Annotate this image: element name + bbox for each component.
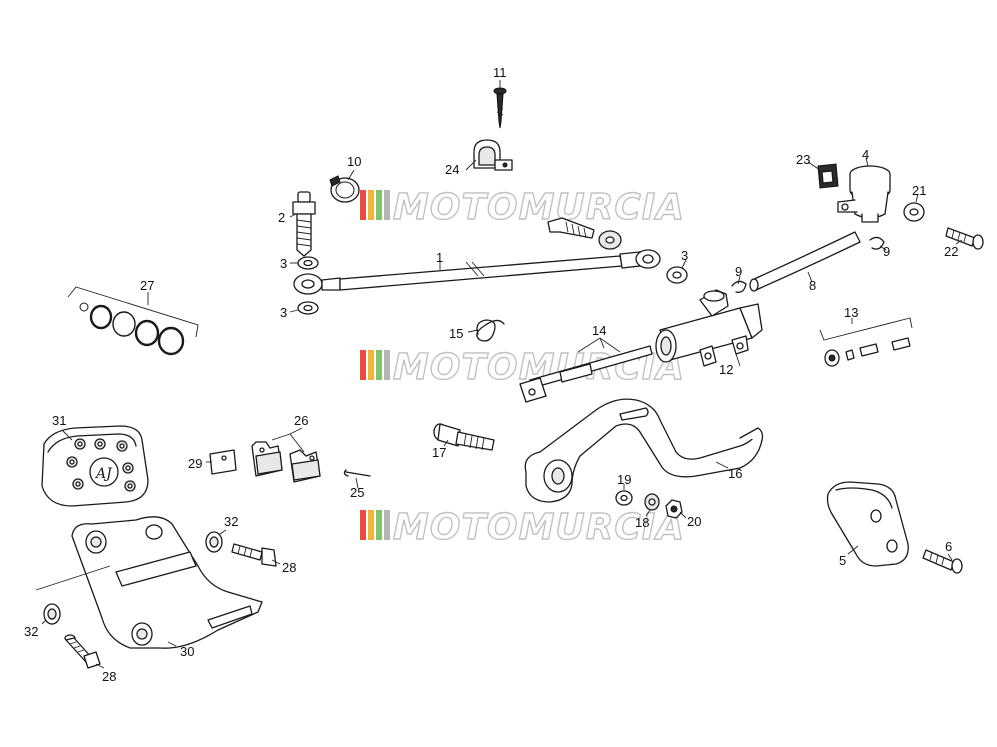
part-31-brake-caliper: AJ (41, 425, 149, 507)
leader-lines (35, 80, 963, 669)
part-3-washer-top (297, 256, 319, 270)
callout-29: 29 (188, 456, 202, 471)
callout-31: 31 (52, 413, 66, 428)
callout-2: 2 (278, 210, 285, 225)
part-3-washer-right (666, 266, 688, 284)
banjo-bolt-upper (547, 217, 622, 250)
callout-11: 11 (493, 65, 507, 80)
callout-9-left: 9 (735, 264, 742, 279)
callout-24: 24 (445, 162, 459, 177)
callout-26: 26 (294, 413, 308, 428)
part-10-hose-clip (329, 175, 360, 203)
part-8-reservoir-hose (749, 231, 861, 292)
callout-9-right: 9 (883, 244, 890, 259)
callout-25: 25 (350, 485, 364, 500)
part-13-pin-set (824, 337, 911, 367)
callout-3-top: 3 (280, 256, 287, 271)
callout-15: 15 (449, 326, 463, 341)
part-26-brake-pads (251, 441, 321, 483)
callout-14: 14 (592, 323, 606, 338)
part-3-washer-bottom (297, 301, 319, 315)
part-19-washer (615, 490, 633, 506)
part-22-screw (945, 227, 984, 250)
callout-labels: 11 10 24 2 3 1 3 3 23 4 21 9 22 9 8 27 1… (24, 65, 958, 684)
svg-text:MOTOMURCIA: MOTOMURCIA (393, 187, 685, 228)
part-30-caliper-bracket (71, 516, 263, 649)
svg-text:AJ: AJ (94, 466, 113, 482)
part-24-clamp (473, 139, 513, 171)
part-25-pin-clip (343, 469, 371, 477)
part-4-reservoir (837, 165, 891, 223)
callout-28-lower: 28 (102, 669, 116, 684)
callout-1: 1 (436, 250, 443, 265)
part-6-screw (922, 549, 963, 574)
part-16-brake-pedal (524, 398, 764, 503)
part-12-master-cylinder (655, 289, 763, 367)
part-15-spring (476, 319, 505, 342)
svg-text:MOTOMURCIA: MOTOMURCIA (393, 507, 685, 548)
watermark-bottom: MOTOMURCIA (360, 506, 685, 549)
callout-21: 21 (912, 183, 926, 198)
callout-8: 8 (809, 278, 816, 293)
callout-22: 22 (944, 244, 958, 259)
callout-6: 6 (945, 539, 952, 554)
callout-17: 17 (432, 445, 446, 460)
part-32-washer-upper (205, 531, 223, 553)
callout-12: 12 (719, 362, 733, 377)
callout-32-upper: 32 (224, 514, 238, 529)
callout-30: 30 (180, 644, 194, 659)
part-20-nut (665, 499, 683, 519)
part-17-bolt (433, 423, 495, 451)
callout-3-bottom: 3 (280, 305, 287, 320)
callout-10: 10 (347, 154, 361, 169)
callout-28-upper: 28 (282, 560, 296, 575)
part-1-brake-hose (293, 249, 661, 295)
callout-13: 13 (844, 305, 858, 320)
watermark-top: MOTOMURCIA (360, 186, 685, 229)
part-28-bolt-upper (231, 543, 277, 567)
part-2-banjo-bolt (292, 191, 316, 257)
part-27-seal-kit (79, 302, 185, 356)
callout-19: 19 (617, 472, 631, 487)
callout-27: 27 (140, 278, 154, 293)
callout-32-lower: 32 (24, 624, 38, 639)
callout-5: 5 (839, 553, 846, 568)
callout-20: 20 (687, 514, 701, 529)
part-21-washer (903, 202, 925, 222)
callout-16: 16 (728, 466, 742, 481)
part-5-heel-guard (826, 481, 909, 567)
part-11-screw (493, 87, 507, 129)
part-9-clip-left (731, 280, 747, 293)
callout-4: 4 (862, 147, 869, 162)
part-14-pushrod (519, 345, 653, 403)
part-28-bolt-lower (64, 634, 101, 669)
part-32-washer-lower (43, 603, 61, 625)
callout-23: 23 (796, 152, 810, 167)
callout-3-right: 3 (681, 248, 688, 263)
part-18-washer (644, 493, 660, 511)
callout-18: 18 (635, 515, 649, 530)
part-29-pad-spring (209, 449, 237, 475)
part-23-clip (817, 163, 839, 189)
